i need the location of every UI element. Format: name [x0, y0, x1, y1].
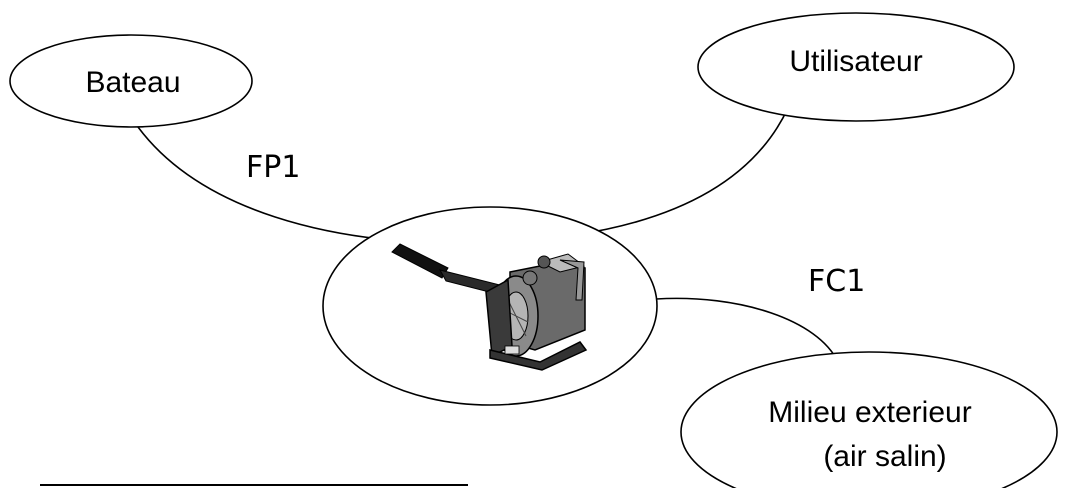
milieu-exterieur-label-line1: Milieu exterieur — [768, 396, 971, 429]
fc1-connection-line — [655, 297, 839, 363]
milieu-exterieur-label-line2: (air salin) — [823, 440, 946, 473]
bateau-ellipse — [9, 34, 253, 128]
milieu-exterieur-ellipse — [680, 351, 1058, 488]
fp1-label: FP1 — [246, 150, 300, 185]
fc1-label: FC1 — [808, 264, 865, 299]
hand-winch-icon — [391, 243, 588, 371]
utilisateur-label: Utilisateur — [789, 45, 922, 78]
bateau-label: Bateau — [85, 66, 180, 99]
utilisateur-ellipse — [697, 12, 1015, 122]
